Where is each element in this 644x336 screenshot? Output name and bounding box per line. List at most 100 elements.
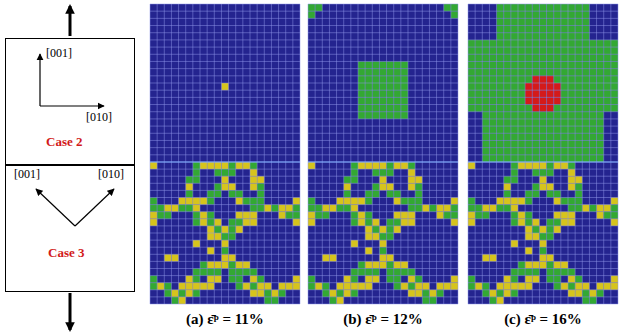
mesh-cell — [575, 133, 582, 140]
mesh-line — [510, 4, 511, 304]
axis-label: [010] — [86, 111, 112, 124]
mesh-cell — [293, 219, 300, 226]
mesh-cell — [561, 90, 568, 97]
mesh-line — [582, 4, 583, 304]
mesh-cell — [482, 254, 489, 261]
mesh-cell — [604, 90, 611, 97]
mesh-cell — [554, 119, 561, 126]
mesh-cell — [243, 219, 250, 226]
mesh-cell — [568, 97, 575, 104]
mesh-cell — [329, 297, 336, 304]
mesh-line — [468, 25, 618, 26]
mesh-cell — [525, 105, 532, 112]
mesh-cell — [387, 105, 394, 112]
mesh-cell — [372, 233, 379, 240]
mesh-cell — [547, 33, 554, 40]
mesh-cell — [372, 97, 379, 104]
mesh-cell — [351, 169, 358, 176]
mesh-line — [468, 97, 618, 98]
mesh-cell — [379, 176, 386, 183]
mesh-cell — [394, 190, 401, 197]
mesh-cell — [575, 119, 582, 126]
mesh-cell — [589, 40, 596, 47]
mesh-cell — [554, 140, 561, 147]
mesh-cell — [554, 162, 561, 169]
mesh-cell — [497, 69, 504, 76]
mesh-cell — [582, 33, 589, 40]
mesh-cell — [358, 76, 365, 83]
mesh-cell — [604, 205, 611, 212]
mesh-cell — [482, 47, 489, 54]
mesh-cell — [482, 61, 489, 68]
mesh-cell — [568, 112, 575, 119]
mesh-cell — [539, 18, 546, 25]
mesh-cell — [504, 276, 511, 283]
mesh-line — [308, 97, 458, 98]
mesh-cell — [497, 155, 504, 162]
mesh-cell — [497, 61, 504, 68]
mesh-cell — [372, 219, 379, 226]
mesh-cell — [547, 276, 554, 283]
mesh-cell — [575, 76, 582, 83]
mesh-cell — [150, 162, 157, 169]
mesh-cell — [394, 76, 401, 83]
mesh-cell — [511, 290, 518, 297]
mesh-line — [150, 104, 300, 105]
mesh-cell — [582, 26, 589, 33]
mesh-cell — [200, 162, 207, 169]
mesh-cell — [186, 205, 193, 212]
mesh-cell — [489, 126, 496, 133]
mesh-cell — [229, 219, 236, 226]
mesh-cell — [451, 4, 458, 11]
mesh-line — [308, 126, 458, 127]
mesh-line — [308, 225, 458, 226]
mesh-cell — [525, 54, 532, 61]
mesh-cell — [286, 283, 293, 290]
mesh-cell — [518, 40, 525, 47]
panel-caption: (b) ε̄ᵖ = 12% — [343, 310, 422, 328]
mesh-cell — [525, 283, 532, 290]
mesh-cell — [568, 155, 575, 162]
mesh-cell — [207, 198, 214, 205]
mesh-cell — [504, 155, 511, 162]
mesh-cell — [561, 112, 568, 119]
mesh-cell — [429, 205, 436, 212]
mesh-line — [308, 304, 458, 305]
mesh-line — [468, 133, 618, 134]
mesh-cell — [308, 219, 315, 226]
mesh-cell — [532, 261, 539, 268]
mesh-line — [308, 233, 458, 234]
mesh-cell — [568, 162, 575, 169]
mesh-cell — [497, 198, 504, 205]
mesh-ground — [308, 4, 458, 304]
mesh-cell — [568, 61, 575, 68]
mesh-cell — [575, 290, 582, 297]
mesh-cell — [611, 83, 618, 90]
mesh-line — [150, 4, 300, 5]
mesh-line — [150, 47, 300, 48]
mesh-line — [468, 169, 618, 170]
mesh-cell — [482, 112, 489, 119]
mesh-cell — [525, 148, 532, 155]
mesh-cell — [415, 205, 422, 212]
mesh-cell — [401, 90, 408, 97]
mesh-line — [308, 176, 458, 177]
mesh-cell — [561, 283, 568, 290]
mesh-cell — [504, 69, 511, 76]
mesh-cell — [379, 233, 386, 240]
mesh-line — [468, 225, 618, 226]
mesh-cell — [539, 126, 546, 133]
mesh-cell — [575, 90, 582, 97]
mesh-line — [150, 140, 300, 141]
mesh-cell — [365, 112, 372, 119]
mesh-cell — [539, 112, 546, 119]
mesh-cell — [532, 76, 539, 83]
mesh-line — [468, 18, 618, 19]
mesh-cell — [322, 205, 329, 212]
mesh-cell — [497, 112, 504, 119]
mesh-cell — [547, 233, 554, 240]
mesh-cell — [444, 4, 451, 11]
mesh-line — [150, 225, 300, 226]
mesh-cell — [532, 226, 539, 233]
mesh-cell — [525, 119, 532, 126]
